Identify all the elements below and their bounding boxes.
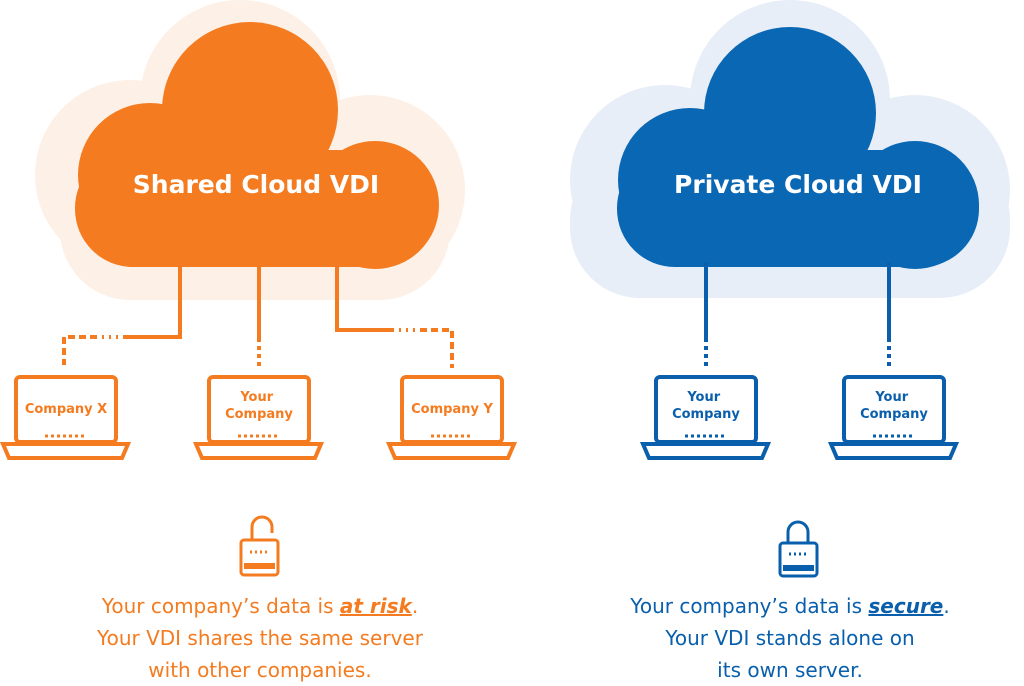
caption-suffix: . — [943, 594, 950, 618]
shared-caption-line-1: Your company’s data is at risk. — [40, 590, 480, 622]
locked-padlock-icon — [778, 520, 819, 578]
laptop-label-company-y: Company Y — [411, 402, 493, 417]
laptop-your-company-private-1 — [639, 375, 772, 460]
laptop-label-company-x: Company X — [25, 402, 107, 417]
laptop-company-y — [385, 375, 518, 460]
shared-connector-lines — [62, 262, 454, 370]
shared-caption: Your company’s data is at risk. Your VDI… — [40, 590, 480, 686]
shared-cloud-title: Shared Cloud VDI — [133, 170, 379, 199]
private-caption-line-3: its own server. — [717, 658, 863, 682]
private-connector-lines — [704, 262, 891, 370]
laptop-your-company-private-2 — [827, 375, 960, 460]
unlocked-padlock-icon — [239, 515, 280, 577]
shared-caption-line-2: Your VDI shares the same server — [97, 626, 423, 650]
laptop-label-line: Company — [672, 407, 740, 422]
shared-cloud — [75, 22, 439, 269]
caption-prefix: Your company’s data is — [101, 594, 340, 618]
risk-emphasis: at risk — [339, 594, 412, 618]
shared-caption-line-3: with other companies. — [148, 658, 372, 682]
private-caption-line-1: Your company’s data is secure. — [570, 590, 1010, 622]
laptop-label-line: Company — [225, 407, 293, 422]
laptop-label-line: Company — [860, 407, 928, 422]
laptop-label-your-company-private-1: Your Company — [672, 390, 740, 422]
private-caption-line-2: Your VDI stands alone on — [665, 626, 915, 650]
laptop-your-company-shared — [192, 375, 325, 460]
laptop-label-your-company-private-2: Your Company — [860, 390, 928, 422]
laptop-label-line: Your — [686, 390, 720, 405]
laptop-label-your-company-shared: Your Company — [225, 390, 293, 422]
private-cloud — [617, 27, 979, 269]
secure-emphasis: secure — [868, 594, 944, 618]
caption-suffix: . — [411, 594, 419, 618]
laptop-company-x — [0, 375, 132, 460]
laptop-label-line: Your — [874, 390, 908, 405]
private-cloud-title: Private Cloud VDI — [674, 170, 922, 199]
caption-prefix: Your company’s data is — [630, 594, 869, 618]
private-caption: Your company’s data is secure. Your VDI … — [570, 590, 1010, 686]
laptop-label-line: Your — [239, 390, 273, 405]
